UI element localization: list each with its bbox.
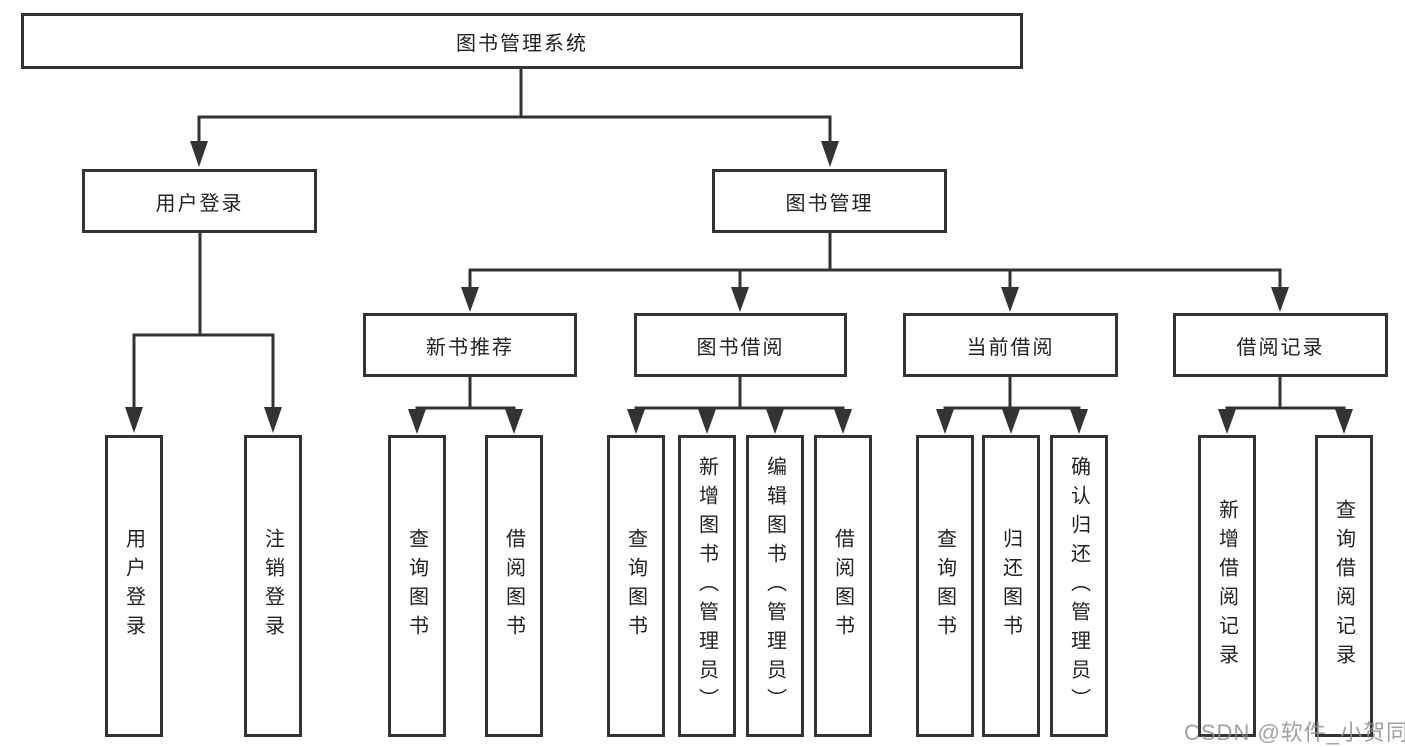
group-box-new-book-recommend: 新书推荐 — [363, 313, 577, 377]
leaf-box-borrow-books-2: 借阅图书 — [814, 435, 872, 737]
leaf-box-logout: 注销登录 — [244, 435, 302, 737]
root-box-library-system: 图书管理系统 — [21, 13, 1023, 69]
leaf-box-query-books-3: 查询图书 — [916, 435, 974, 737]
leaf-box-return-books: 归还图书 — [982, 435, 1040, 737]
csdn-watermark: CSDN @软件_小贺同学 — [1184, 720, 1405, 745]
group-box-book-borrow: 图书借阅 — [634, 313, 847, 377]
leaf-box-query-books-2: 查询图书 — [607, 435, 665, 737]
group-box-borrow-records: 借阅记录 — [1173, 313, 1388, 377]
group-box-current-borrow: 当前借阅 — [903, 313, 1118, 377]
leaf-box-borrow-books-1: 借阅图书 — [485, 435, 543, 737]
branch-box-book-management: 图书管理 — [712, 169, 947, 233]
leaf-box-add-books-admin: 新增图书（管理员） — [678, 435, 736, 737]
branch-box-user-login: 用户登录 — [82, 169, 317, 233]
leaf-box-query-books-1: 查询图书 — [388, 435, 446, 737]
leaf-box-query-borrow-record: 查询借阅记录 — [1315, 435, 1373, 737]
leaf-box-user-login: 用户登录 — [105, 435, 163, 737]
leaf-box-edit-books-admin: 编辑图书（管理员） — [746, 435, 804, 737]
leaf-box-add-borrow-record: 新增借阅记录 — [1198, 435, 1256, 737]
leaf-box-confirm-return-admin: 确认归还（管理员） — [1050, 435, 1108, 737]
